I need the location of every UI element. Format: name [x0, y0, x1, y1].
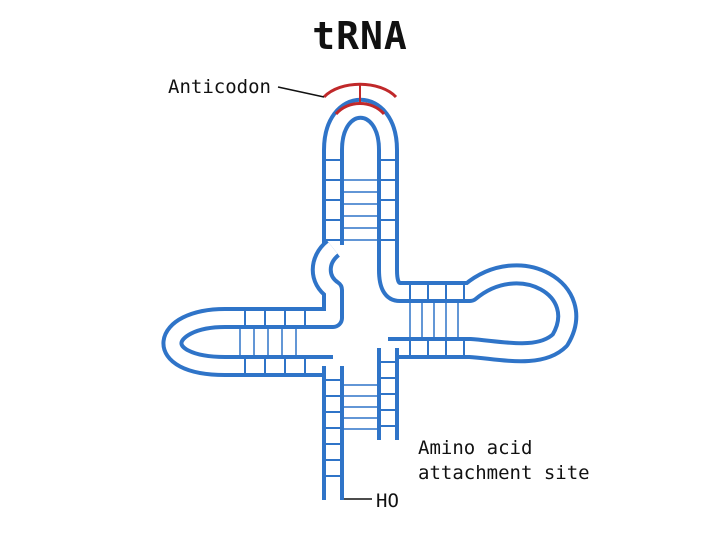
- diagram-title: tRNA: [0, 14, 720, 58]
- base-pair-rungs: [240, 180, 458, 429]
- amino-acid-label-line1: Amino acid: [418, 437, 532, 459]
- anticodon-label: Anticodon: [168, 76, 271, 98]
- d-arm-outer: [172, 248, 333, 366]
- ho-label: HO: [376, 490, 399, 512]
- amino-acid-label-line2: attachment site: [418, 462, 590, 484]
- anticodon-leader: [278, 87, 324, 97]
